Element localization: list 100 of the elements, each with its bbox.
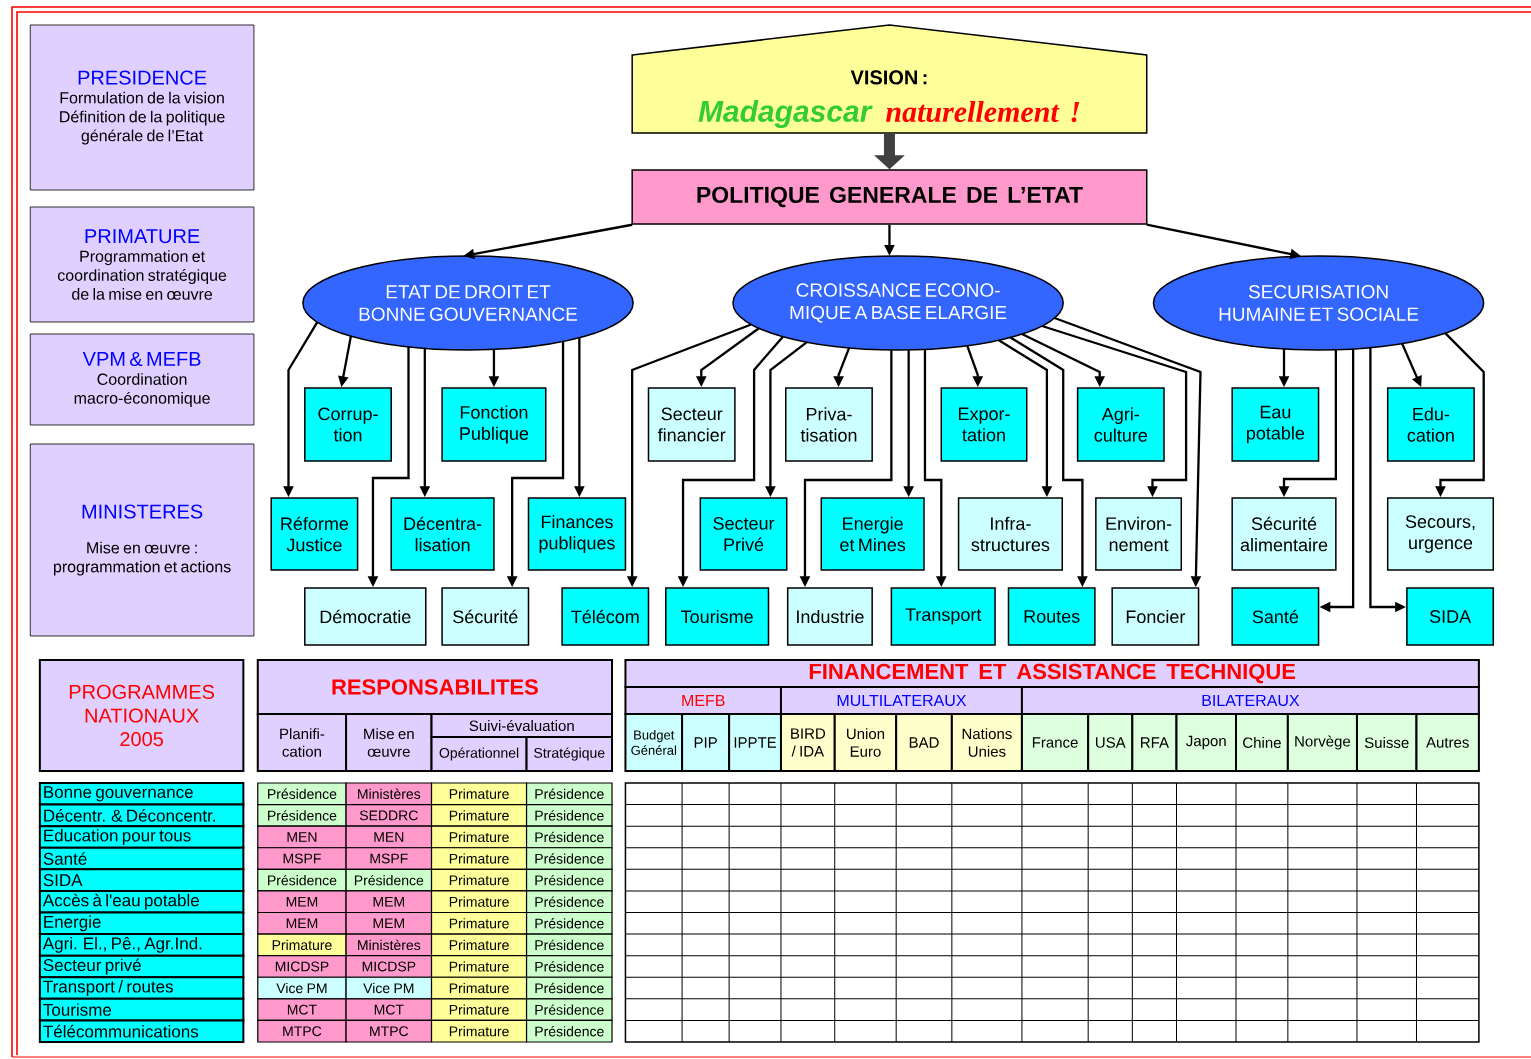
row-label: Secteur privé	[38, 954, 245, 979]
table-cell: Primature	[430, 868, 528, 892]
table-cell: Présidence	[525, 933, 613, 957]
table-cell: Présidence	[525, 868, 613, 892]
sector-box: Décentra- lisation	[390, 497, 495, 571]
table-cell: Primature	[257, 933, 347, 957]
table-cell: Présidence	[525, 911, 613, 935]
column-header: Chine	[1235, 713, 1289, 772]
table-cell: MICDSP	[257, 955, 347, 978]
table-cell: MSPF	[345, 847, 433, 870]
table-cell: Présidence	[525, 804, 613, 827]
column-header: Union Euro	[833, 713, 898, 772]
role-box: VPM & MEFB Coordination macro-économique	[29, 333, 255, 426]
sector-box: Infra- structures	[957, 497, 1063, 571]
column-header: Autres	[1415, 713, 1480, 772]
table-cell: MEN	[345, 825, 433, 849]
sector-box: Eau potable	[1231, 387, 1320, 462]
table-cell: Présidence	[525, 782, 613, 806]
column-header: USA	[1087, 713, 1134, 772]
sector-box: Démocratie	[304, 587, 427, 646]
column-header: BAD	[895, 713, 953, 772]
table-cell: Présidence	[257, 782, 347, 806]
sector-box: Priva- tisation	[785, 387, 873, 462]
row-label: Accès à l'eau potable	[38, 889, 245, 914]
table-cell: MTPC	[345, 1019, 433, 1043]
group-header: BILATERAUX	[1020, 686, 1480, 715]
group-header: MEFB	[624, 686, 782, 715]
row-label: Tourisme	[38, 997, 245, 1022]
sector-box: Corrup- tion	[304, 387, 392, 462]
sector-box: Secteur Privé	[699, 497, 788, 571]
table-cell: Primature	[430, 847, 528, 870]
column-header: PIP	[681, 713, 731, 772]
table-cell: Présidence	[525, 976, 613, 1000]
column-header: Opérationnel	[430, 736, 528, 772]
column-header: Mise en œuvre	[345, 713, 433, 772]
table-cell: Présidence	[525, 890, 613, 914]
sector-box: Energie et Mines	[820, 497, 925, 571]
column-header: Suisse	[1355, 713, 1418, 772]
row-label: Energie	[38, 911, 245, 936]
table-cell: MTPC	[257, 1019, 347, 1043]
sector-box: Réforme Justice	[270, 497, 359, 571]
sector-box: Tourisme	[665, 587, 770, 646]
table-cell: MICDSP	[345, 955, 433, 978]
sector-box: Finances publiques	[527, 497, 627, 571]
table-cell: MEM	[257, 890, 347, 914]
sector-box: Sécurité alimentaire	[1231, 497, 1337, 571]
table-cell: MEM	[257, 911, 347, 935]
table-cell: Primature	[430, 933, 528, 957]
table-cell: Présidence	[345, 868, 433, 892]
sector-box: Foncier	[1111, 587, 1200, 646]
table-cell: Primature	[430, 890, 528, 914]
sector-box: Télécom	[561, 587, 650, 646]
table-cell: MEN	[257, 825, 347, 849]
table-cell: Primature	[430, 1019, 528, 1043]
sector-box: Transport	[890, 587, 996, 646]
sector-box: Expor- tation	[940, 387, 1028, 462]
column-header: Nations Unies	[950, 713, 1023, 772]
table-cell: Primature	[430, 911, 528, 935]
sector-box: Environ- nement	[1095, 497, 1183, 571]
row-label: SIDA	[38, 868, 245, 892]
role-box: PRIMATURE Programmation et coordination stratégique de la mise en œuvre	[29, 206, 255, 323]
column-header: IPPTE	[728, 713, 782, 772]
table-cell: Vice PM	[257, 976, 347, 1000]
row-label: Télécommunications	[38, 1019, 245, 1043]
row-label: Décentr. & Déconcentr.	[38, 803, 245, 828]
role-box: MINISTERES Mise en œuvre : programmation et actions	[29, 443, 255, 637]
column-header: BIRD / IDA	[779, 713, 836, 772]
row-label: Transport / routes	[38, 976, 245, 1000]
table-cell: Primature	[430, 998, 528, 1021]
table-cell: Ministères	[345, 782, 433, 806]
vision-banner: VISION : Madagascar naturellement !	[631, 24, 1148, 134]
table-cell: Primature	[430, 804, 528, 827]
table-cell: MEM	[345, 890, 433, 914]
policy-banner: POLITIQUE GENERALE DE L’ETAT	[631, 169, 1148, 225]
table-cell: MSPF	[257, 847, 347, 870]
column-header: France	[1020, 713, 1090, 772]
row-label: Bonne gouvernance	[38, 782, 245, 806]
table-cell: Primature	[430, 955, 528, 978]
table-cell: Vice PM	[345, 976, 433, 1000]
sector-box: Secteur financier	[647, 387, 736, 462]
table-cell: Primature	[430, 782, 528, 806]
sector-box: Sécurité	[441, 587, 530, 646]
sector-box: Edu- cation	[1386, 387, 1475, 462]
table-cell: Présidence	[525, 998, 613, 1021]
group-header: MULTILATERAUX	[779, 686, 1023, 715]
row-label: Education pour tous	[38, 825, 245, 849]
table-cell: Présidence	[525, 955, 613, 978]
column-header: Norvège	[1286, 713, 1358, 772]
table-cell: Ministères	[345, 933, 433, 957]
table-cell: MCT	[345, 998, 433, 1021]
table-cell: SEDDRC	[345, 804, 433, 827]
column-header: Stratégique	[525, 736, 613, 772]
column-header: Japon	[1175, 713, 1237, 772]
sector-box: Industrie	[786, 587, 873, 646]
table-cell: Présidence	[257, 804, 347, 827]
sector-box: Fonction Publique	[441, 387, 547, 462]
table-cell: Présidence	[525, 825, 613, 849]
sector-box: Secours, urgence	[1386, 497, 1495, 571]
column-header: Planifi- cation	[256, 713, 348, 772]
column-header: Budget Général	[624, 713, 684, 772]
